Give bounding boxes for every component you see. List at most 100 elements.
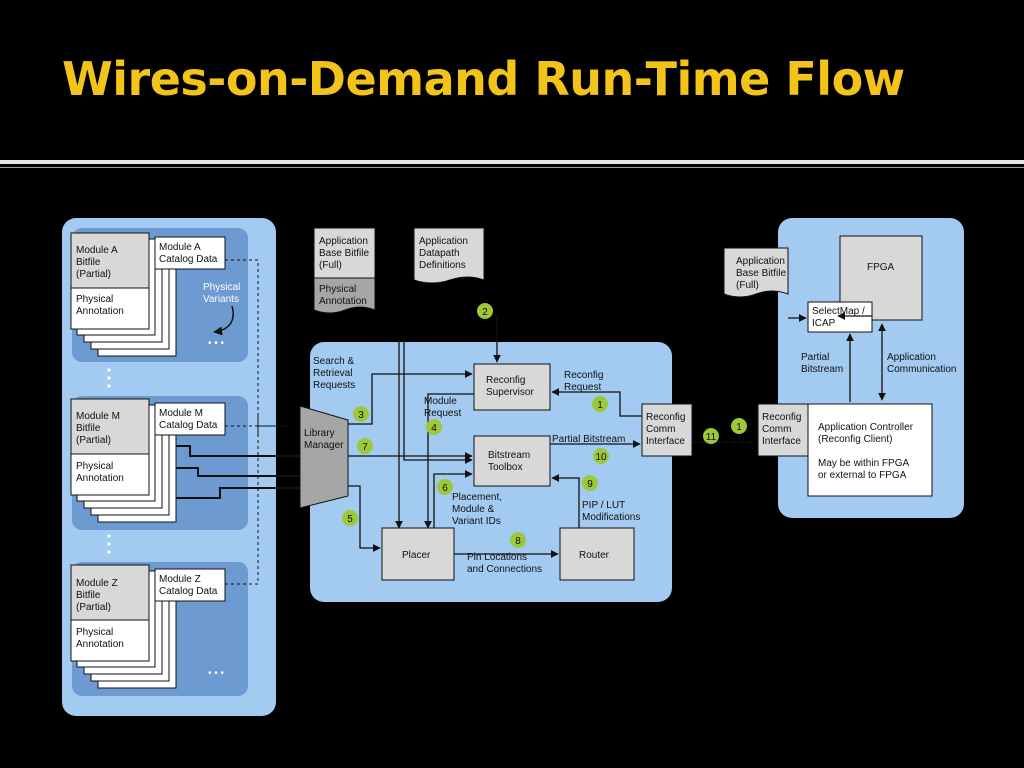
library-manager-label-2: Manager — [304, 440, 344, 451]
module-m-annotation-2: Annotation — [76, 473, 124, 484]
pip-lut-2: Modifications — [582, 512, 640, 523]
group-ellipsis — [107, 368, 111, 554]
module-z-annotation-1: Physical — [76, 627, 113, 638]
module-z-bitfile-3: (Partial) — [76, 602, 111, 613]
reconfig-supervisor-1: Reconfig — [486, 375, 525, 386]
step-9: 9 — [587, 479, 593, 490]
module-a-annotation-2: Annotation — [76, 306, 124, 317]
right-app-base-doc: Application Base Bitfile (Full) — [723, 247, 789, 298]
module-a-catalog-1: Module A — [159, 242, 201, 253]
module-m-bitfile-3: (Partial) — [76, 435, 111, 446]
step-1-right: 1 — [736, 422, 742, 433]
placement-1: Placement, — [452, 492, 502, 503]
step-5: 5 — [347, 514, 353, 525]
library-manager-label-1: Library — [304, 428, 335, 439]
app-base-full-1: Application — [319, 236, 368, 247]
reconfig-comm-left-2: Comm — [646, 424, 675, 435]
reconfig-comm-right-2: Comm — [762, 424, 791, 435]
module-m-links — [176, 445, 300, 499]
title-divider-thin — [0, 167, 1024, 168]
module-m-catalog-2: Catalog Data — [159, 420, 218, 431]
step-6: 6 — [442, 483, 448, 494]
datapath-1: Application — [419, 236, 468, 247]
reconfig-supervisor — [473, 363, 551, 411]
step-badges: 1 2 3 4 5 6 7 8 9 10 11 1 — [342, 303, 747, 548]
pip-lut-1: PIP / LUT — [582, 500, 625, 511]
module-z-ellipsis: • • • — [208, 668, 225, 679]
bitstream-toolbox-2: Toolbox — [488, 462, 522, 473]
right-base-full-2: Base Bitfile — [736, 268, 786, 279]
physical-annotation-2: Annotation — [319, 296, 367, 307]
module-m-bitfile-2: Bitfile — [76, 423, 101, 434]
module-request-1: Module — [424, 396, 457, 407]
module-a-catalog-2: Catalog Data — [159, 254, 218, 265]
app-base-full-2: Base Bitfile — [319, 248, 369, 259]
right-arrows — [788, 312, 886, 402]
partial-bitstream-r-2: Bitstream — [801, 364, 843, 375]
partial-bitstream-r-1: Partial — [801, 352, 829, 363]
module-m-catalog-1: Module M — [159, 408, 203, 419]
step-10: 10 — [595, 452, 607, 463]
module-a-ellipsis: • • • — [208, 338, 225, 349]
datapath-2: Datapath — [419, 248, 460, 259]
module-z-catalog-2: Catalog Data — [159, 586, 218, 597]
router-label: Router — [579, 550, 610, 561]
flow-arrows — [348, 316, 642, 558]
app-base-bitfile-doc: Application Base Bitfile (Full) Physical… — [313, 227, 376, 314]
search-label-1: Search & — [313, 356, 354, 367]
module-z-annotation-2: Annotation — [76, 639, 124, 650]
module-z: Module Z Bitfile (Partial) Physical Anno… — [70, 564, 226, 689]
app-comm-2: Communication — [887, 364, 956, 375]
reconfig-comm-left-1: Reconfig — [646, 412, 685, 423]
search-label-2: Retrieval — [313, 368, 352, 379]
module-a-bitfile-3: (Partial) — [76, 269, 111, 280]
module-m: Module M Bitfile (Partial) Physical Anno… — [70, 398, 226, 523]
module-a-bitfile-2: Bitfile — [76, 257, 101, 268]
module-a-annotation-1: Physical — [76, 294, 113, 305]
step-2: 2 — [482, 307, 488, 318]
module-z-bitfile-1: Module Z — [76, 578, 118, 589]
module-a: Module A Bitfile (Partial) Physical Anno… — [70, 232, 240, 357]
fpga-label: FPGA — [867, 262, 895, 273]
step-3: 3 — [358, 410, 364, 421]
router — [559, 527, 635, 581]
step-8: 8 — [515, 536, 521, 547]
placement-2: Module & — [452, 504, 495, 515]
datapath-3: Definitions — [419, 260, 466, 271]
variants-arrow — [213, 305, 234, 336]
reconfig-request-2: Request — [564, 382, 601, 393]
reconfig-comm-left-3: Interface — [646, 436, 685, 447]
bitstream-toolbox-1: Bitstream — [488, 450, 530, 461]
physical-variants-2: Variants — [203, 294, 239, 305]
placer-label: Placer — [402, 550, 431, 561]
right-base-full-3: (Full) — [736, 280, 759, 291]
reconfig-comm-right-3: Interface — [762, 436, 801, 447]
reconfig-comm-left — [641, 403, 693, 457]
app-controller-5: or external to FPGA — [818, 470, 907, 481]
selectmap-2: ICAP — [812, 318, 836, 329]
module-m-bitfile-1: Module M — [76, 411, 120, 422]
app-comm-1: Application — [887, 352, 936, 363]
module-a-bitfile-1: Module A — [76, 245, 118, 256]
step-1: 1 — [597, 400, 603, 411]
physical-variants-1: Physical — [203, 282, 240, 293]
step-7: 7 — [362, 442, 368, 453]
module-m-annotation-1: Physical — [76, 461, 113, 472]
datapath-doc: Application Datapath Definitions — [413, 227, 485, 284]
slide-title: Wires-on-Demand Run-Time Flow — [62, 52, 905, 106]
module-request-2: Request — [424, 408, 461, 419]
app-controller-4: May be within FPGA — [818, 458, 909, 469]
reconfig-supervisor-2: Supervisor — [486, 387, 534, 398]
flow-diagram: Module A Bitfile (Partial) Physical Anno… — [60, 198, 964, 716]
right-base-full-1: Application — [736, 256, 785, 267]
pin-locations-2: and Connections — [467, 564, 542, 575]
title-divider — [0, 160, 1024, 164]
selectmap-1: SelectMap / — [812, 306, 865, 317]
partial-bitstream-label: Partial Bitstream — [552, 434, 625, 445]
placement-3: Variant IDs — [452, 516, 501, 527]
application-controller — [807, 403, 933, 497]
pin-locations-1: Pin Locations — [467, 552, 527, 563]
physical-annotation-1: Physical — [319, 284, 356, 295]
placer — [381, 527, 455, 581]
module-z-catalog-1: Module Z — [159, 574, 201, 585]
